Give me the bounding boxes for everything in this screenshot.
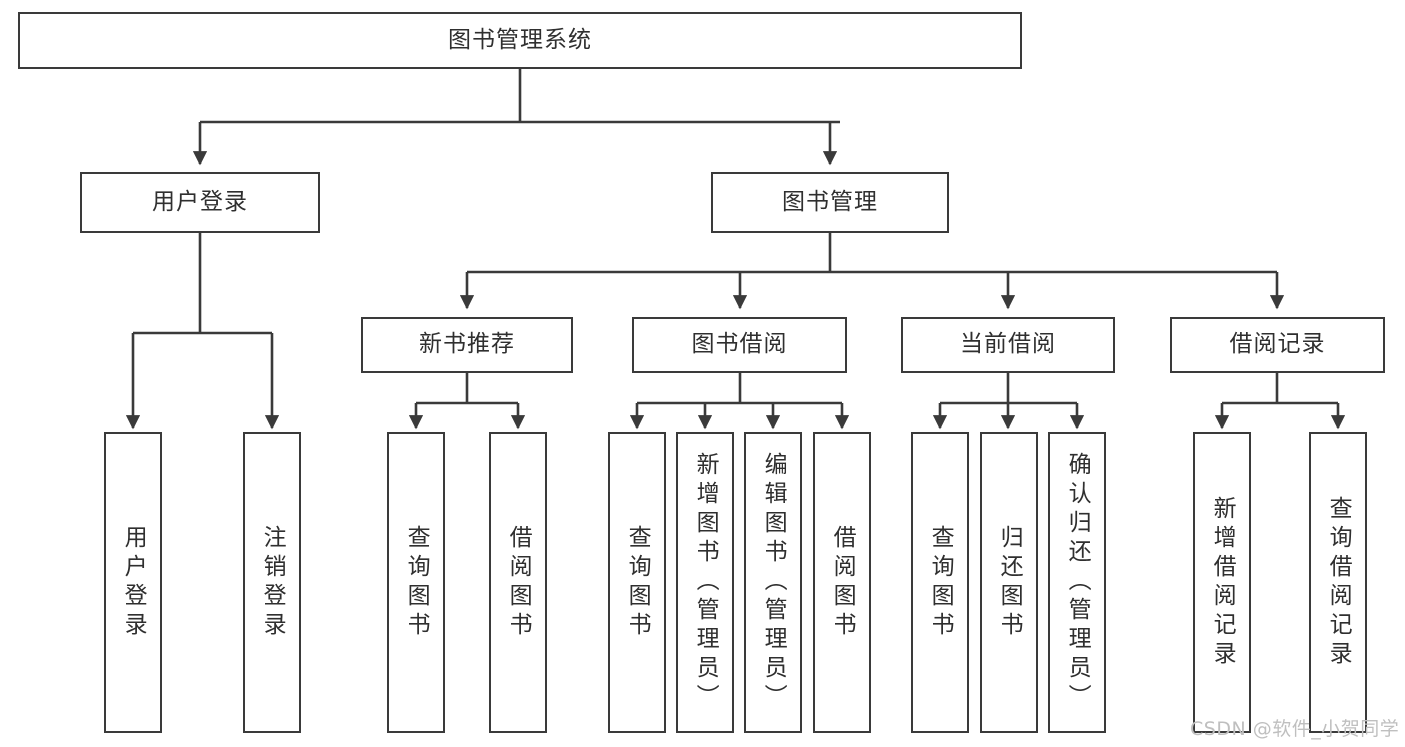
leaf-current-borrow-1[interactable]: 查询图书 xyxy=(911,432,969,733)
leaf-new-book-2-label: 借阅图书 xyxy=(505,524,532,641)
leaf-book-borrow-2-label: 新增图书（管理员） xyxy=(692,452,719,713)
leaf-current-borrow-2[interactable]: 归还图书 xyxy=(980,432,1038,733)
node-book-manage-label: 图书管理 xyxy=(782,188,878,215)
node-book-borrow[interactable]: 图书借阅 xyxy=(632,317,847,373)
leaf-new-book-2[interactable]: 借阅图书 xyxy=(489,432,547,733)
leaf-user-login-1-label: 用户登录 xyxy=(120,524,147,641)
leaf-book-borrow-3[interactable]: 编辑图书（管理员） xyxy=(744,432,802,733)
leaf-book-borrow-1-label: 查询图书 xyxy=(624,524,651,641)
leaf-user-login-2-label: 注销登录 xyxy=(259,524,286,641)
node-user-login-label: 用户登录 xyxy=(152,188,248,215)
leaf-borrow-record-1[interactable]: 新增借阅记录 xyxy=(1193,432,1251,733)
node-borrow-record-label: 借阅记录 xyxy=(1229,331,1326,358)
node-current-borrow[interactable]: 当前借阅 xyxy=(901,317,1115,373)
leaf-new-book-1[interactable]: 查询图书 xyxy=(387,432,445,733)
leaf-borrow-record-2[interactable]: 查询借阅记录 xyxy=(1309,432,1367,733)
leaf-book-borrow-1[interactable]: 查询图书 xyxy=(608,432,666,733)
leaf-borrow-record-1-label: 新增借阅记录 xyxy=(1209,495,1236,670)
node-root-label: 图书管理系统 xyxy=(448,26,592,53)
node-book-borrow-label: 图书借阅 xyxy=(691,331,788,358)
leaf-book-borrow-2[interactable]: 新增图书（管理员） xyxy=(676,432,734,733)
node-current-borrow-label: 当前借阅 xyxy=(960,331,1056,358)
leaf-book-borrow-4-label: 借阅图书 xyxy=(829,524,856,641)
leaf-book-borrow-3-label: 编辑图书（管理员） xyxy=(760,452,787,713)
leaf-user-login-2[interactable]: 注销登录 xyxy=(243,432,301,733)
node-new-book[interactable]: 新书推荐 xyxy=(361,317,573,373)
leaf-current-borrow-3[interactable]: 确认归还（管理员） xyxy=(1048,432,1106,733)
leaf-user-login-1[interactable]: 用户登录 xyxy=(104,432,162,733)
node-new-book-label: 新书推荐 xyxy=(419,331,515,358)
leaf-borrow-record-2-label: 查询借阅记录 xyxy=(1325,495,1352,670)
node-root[interactable]: 图书管理系统 xyxy=(18,12,1022,69)
leaf-new-book-1-label: 查询图书 xyxy=(403,524,430,641)
leaf-current-borrow-3-label: 确认归还（管理员） xyxy=(1064,452,1091,713)
node-user-login[interactable]: 用户登录 xyxy=(80,172,320,233)
node-borrow-record[interactable]: 借阅记录 xyxy=(1170,317,1385,373)
leaf-book-borrow-4[interactable]: 借阅图书 xyxy=(813,432,871,733)
leaf-current-borrow-1-label: 查询图书 xyxy=(927,524,954,641)
node-book-manage[interactable]: 图书管理 xyxy=(711,172,949,233)
leaf-current-borrow-2-label: 归还图书 xyxy=(996,524,1023,641)
